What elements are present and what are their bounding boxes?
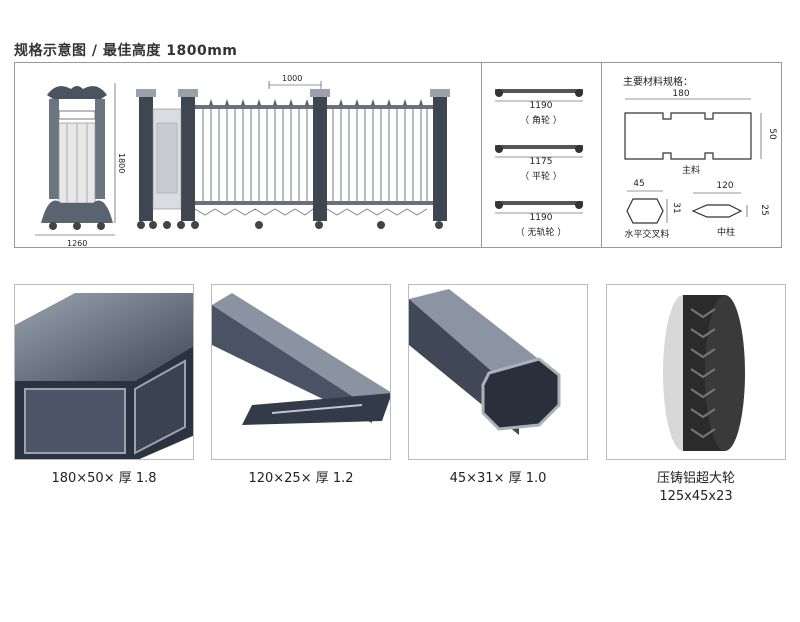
main-profile-drawing — [624, 98, 762, 160]
wheel-drawings — [495, 89, 583, 214]
post-profile-label: 中柱 — [716, 228, 735, 238]
product-photo-post-profile — [211, 284, 391, 460]
caption-line-2: 125x45x23 — [659, 489, 733, 504]
cross-height-label: 31 — [671, 202, 681, 214]
main-height-label: 50 — [767, 128, 777, 140]
product-caption: 压铸铝超大轮 125x45x23 — [606, 470, 786, 506]
caption-line: 180×50× 厚 1.8 — [51, 471, 157, 486]
wheel-length-label: 1175 — [529, 157, 553, 167]
post-height-label: 25 — [759, 204, 769, 216]
flat-wheel-drawing — [495, 145, 583, 158]
product-photo-cross-profile — [408, 284, 588, 460]
wheel-name-label: （ 无轨轮 ） — [515, 228, 567, 238]
product-caption: 45×31× 厚 1.0 — [408, 470, 588, 488]
material-drawings — [624, 98, 762, 224]
gate-width-label: 1260 — [67, 239, 87, 248]
trackless-wheel-drawing — [495, 201, 583, 214]
product-photo-main-profile — [14, 284, 194, 460]
main-width-label: 180 — [672, 89, 690, 99]
cross-width-label: 45 — [633, 179, 645, 189]
caption-line: 压铸铝超大轮 — [656, 471, 735, 486]
wheel-length-label: 1190 — [529, 101, 553, 111]
gate-side-view — [35, 83, 116, 236]
gate-spacing-label: 1000 — [282, 74, 302, 83]
cross-profile-label: 水平交叉料 — [624, 230, 670, 240]
materials-title: 主要材料规格： — [623, 77, 693, 88]
gate-height-label: 1800 — [117, 153, 126, 173]
divider — [601, 63, 602, 247]
cross-profile-drawing — [626, 190, 668, 224]
product-caption: 120×25× 厚 1.2 — [211, 470, 391, 488]
post-width-label: 120 — [716, 181, 734, 191]
gate-drawing: 1800 1260 — [35, 74, 450, 248]
product-caption: 180×50× 厚 1.8 — [14, 470, 194, 488]
main-profile-label: 主料 — [681, 166, 700, 176]
gate-front-view — [136, 81, 450, 229]
wheel-length-label: 1190 — [529, 213, 553, 223]
wheel-name-label: （ 角轮 ） — [520, 116, 562, 126]
caption-line: 45×31× 厚 1.0 — [449, 471, 547, 486]
divider — [481, 63, 482, 247]
post-profile-drawing — [691, 192, 748, 218]
spec-frame: 1800 1260 — [14, 62, 782, 248]
product-photo-wheel — [606, 284, 786, 460]
caption-line: 120×25× 厚 1.2 — [248, 471, 354, 486]
corner-wheel-drawing — [495, 89, 583, 102]
wheel-name-label: （ 平轮 ） — [520, 172, 562, 182]
page-title: 规格示意图 / 最佳高度 1800mm — [14, 43, 238, 59]
